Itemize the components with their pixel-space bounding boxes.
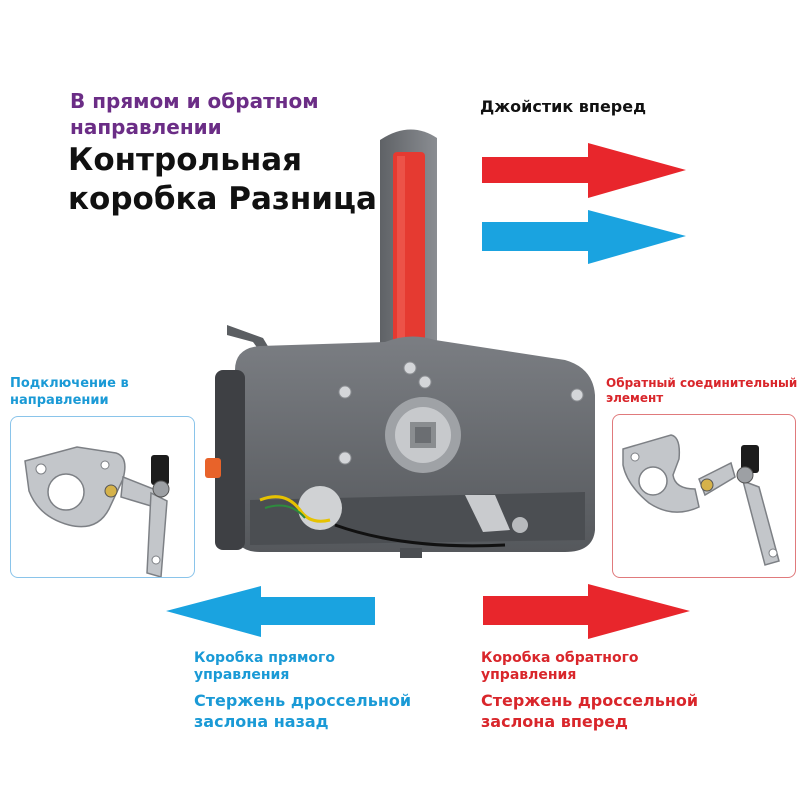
reverse-box-caption: Коробка обратного управления Стержень др… bbox=[481, 650, 721, 732]
page-title: Контрольная коробка Разница bbox=[68, 142, 377, 217]
inset-reverse-linkage bbox=[612, 414, 796, 578]
center-hub bbox=[385, 397, 461, 473]
arrows-top bbox=[482, 143, 686, 264]
arrow-left-icon bbox=[166, 586, 375, 637]
arrow-right-icon bbox=[483, 584, 690, 639]
wire-green bbox=[264, 504, 306, 519]
reverse-connector-label: Обратный соединительный элемент bbox=[606, 376, 798, 405]
connection-label: Подключение в направлении bbox=[10, 376, 129, 408]
inner-link bbox=[465, 495, 510, 532]
reverse-box-desc: Стержень дроссельной заслона вперед bbox=[481, 691, 699, 731]
forward-box-title: Коробка прямого управления bbox=[194, 650, 335, 683]
spring-drum bbox=[298, 486, 342, 530]
neutral-button bbox=[205, 458, 221, 478]
forward-linkage-illustration bbox=[24, 446, 170, 577]
arrow-left-blue bbox=[166, 586, 375, 637]
control-box-illustration bbox=[205, 129, 595, 558]
wire-yellow bbox=[259, 495, 331, 523]
foot-tab bbox=[400, 548, 422, 558]
forward-box-desc: Стержень дроссельной заслона назад bbox=[194, 691, 412, 731]
screws bbox=[338, 361, 584, 512]
throttle-lever bbox=[380, 129, 437, 355]
arrow-right-icon bbox=[482, 143, 686, 198]
arrow-right-icon bbox=[482, 210, 686, 264]
reverse-linkage-illustration bbox=[622, 434, 780, 566]
subtitle-direction: В прямом и обратном направлении bbox=[70, 89, 319, 139]
side-plate bbox=[215, 370, 245, 550]
joystick-forward-label: Джойстик вперед bbox=[480, 97, 647, 116]
forward-box-caption: Коробка прямого управления Стержень дрос… bbox=[194, 650, 424, 732]
reverse-box-title: Коробка обратного управления bbox=[481, 650, 639, 683]
inner-pivot bbox=[512, 517, 528, 533]
wire-black bbox=[334, 523, 506, 548]
arrow-right-red bbox=[483, 584, 690, 639]
inset-forward-linkage bbox=[10, 416, 195, 578]
